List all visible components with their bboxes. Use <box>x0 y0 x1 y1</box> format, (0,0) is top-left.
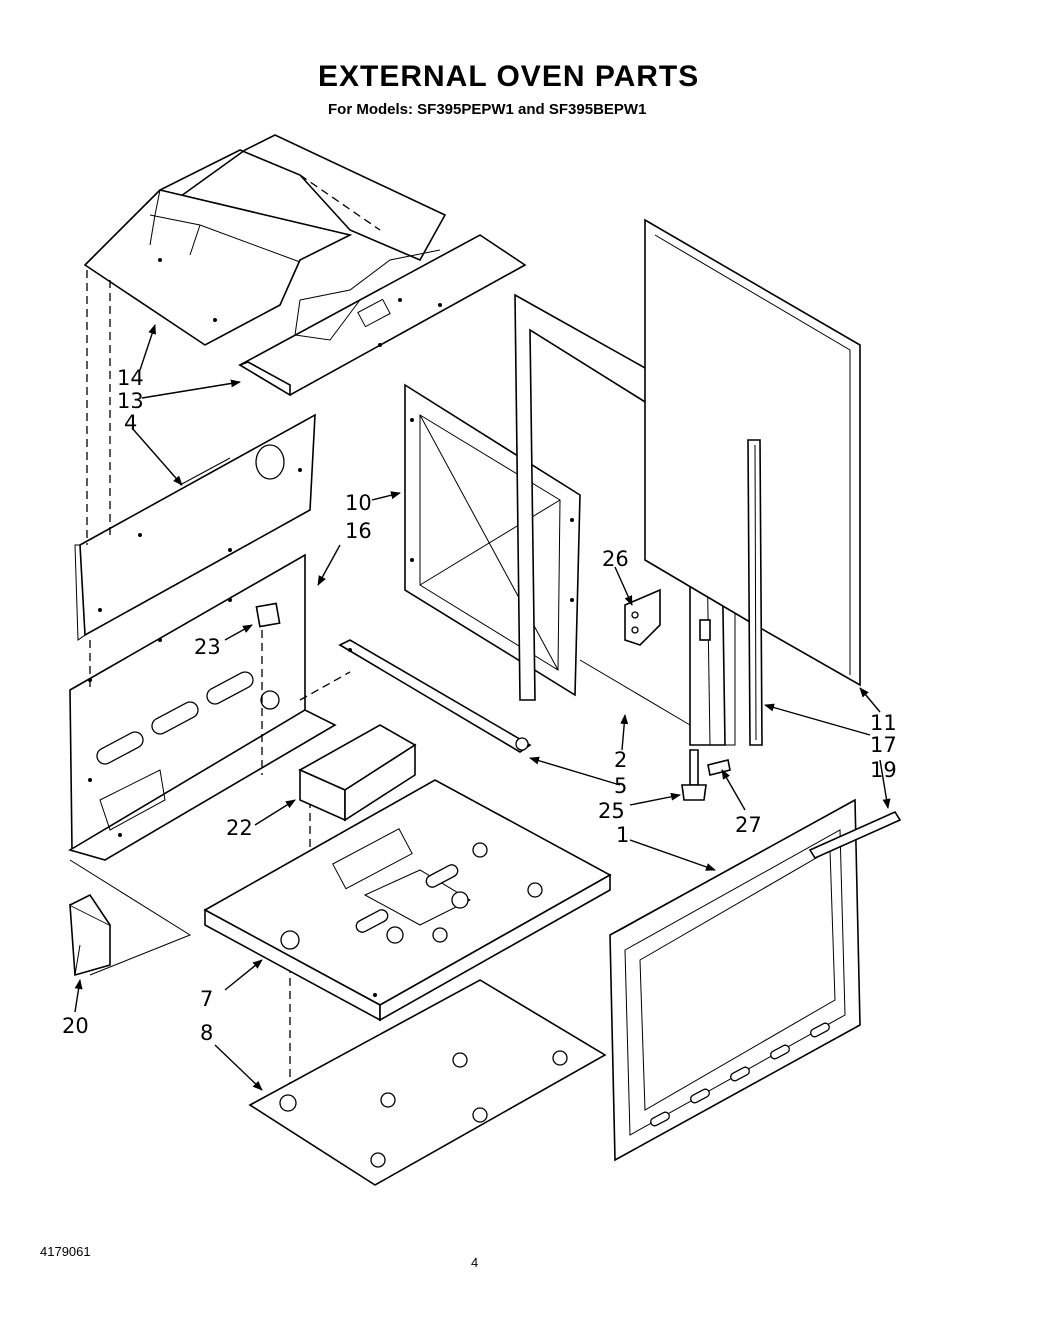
callout-leaders <box>74 324 891 1091</box>
callout-20: 20 <box>62 1014 89 1038</box>
part-7-bottom-tray <box>203 779 612 1022</box>
part-19-trim-strip <box>808 810 902 860</box>
callout-8: 8 <box>200 1021 213 1045</box>
callout-10: 10 <box>345 491 372 515</box>
document-code: 4179061 <box>40 1244 91 1259</box>
callout-14: 14 <box>117 366 144 390</box>
callout-23: 23 <box>194 635 221 659</box>
part-8-base-plate <box>248 979 607 1186</box>
callout-labels: 14 13 4 10 16 23 26 2 5 25 27 1 11 17 19… <box>62 366 897 1045</box>
part-5-hinge-rail <box>338 639 532 753</box>
part-20-bracket <box>69 859 192 977</box>
page-subtitle: For Models: SF395PEPW1 and SF395BEPW1 <box>328 101 647 118</box>
part-26-hinge-bracket <box>624 588 661 646</box>
part-25-leveling-leg <box>681 749 707 801</box>
part-1-front-frame <box>609 798 861 1162</box>
callout-27: 27 <box>735 813 762 837</box>
callout-2: 2 <box>614 748 627 772</box>
callout-22: 22 <box>226 816 253 840</box>
part-4-upper-back-panel <box>74 413 316 641</box>
callout-16: 16 <box>345 519 372 543</box>
callout-19: 19 <box>870 758 897 782</box>
page-title: EXTERNAL OVEN PARTS <box>318 60 700 93</box>
callout-25: 25 <box>598 799 625 823</box>
callout-4: 4 <box>124 411 137 435</box>
callout-11: 11 <box>870 711 897 735</box>
page-number: 4 <box>471 1255 479 1270</box>
callout-26: 26 <box>602 547 629 571</box>
part-22-box-cover <box>298 724 417 822</box>
part-17-door-seal <box>747 439 763 746</box>
callout-7: 7 <box>200 987 213 1011</box>
part-13-top-rail <box>238 234 527 397</box>
part-27-clip <box>707 759 731 776</box>
callout-1: 1 <box>616 823 629 847</box>
callout-5: 5 <box>614 774 627 798</box>
part-10-inner-door-panel <box>404 383 581 697</box>
callout-17: 17 <box>870 733 897 757</box>
callout-13: 13 <box>117 389 144 413</box>
part-14-top-cover <box>83 134 447 346</box>
assembly-lines-left <box>86 174 381 1100</box>
